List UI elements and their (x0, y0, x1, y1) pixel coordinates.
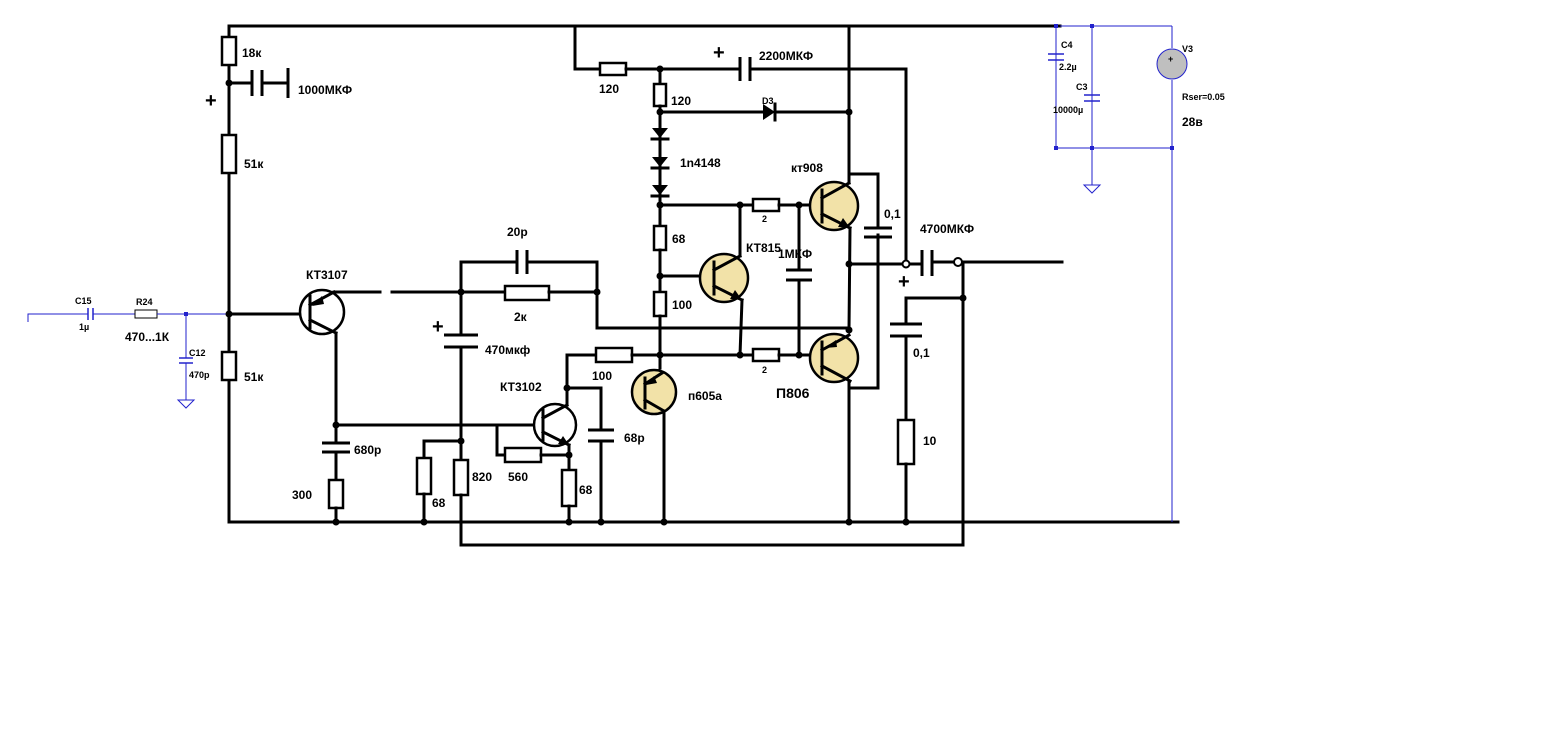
c01-top-label: 0,1 (884, 207, 901, 221)
r18k-label: 18к (242, 46, 262, 60)
d3-label: D3 (762, 96, 774, 106)
c15-value: 1µ (79, 322, 89, 332)
p806-label: П806 (776, 385, 810, 401)
c2200-label: 2200МКФ (759, 49, 813, 63)
kt908-label: кт908 (791, 161, 823, 175)
transistor-kt3107 (227, 288, 382, 427)
r68a-label: 68 (432, 496, 446, 510)
v3-voltage: 28в (1182, 115, 1203, 129)
svg-text:+: + (1168, 54, 1173, 64)
r120v-label: 120 (671, 94, 691, 108)
c12-value: 470p (189, 370, 210, 380)
r24-ref: R24 (136, 297, 153, 307)
c1mkf-label: 1МКФ (778, 247, 812, 261)
kt815-label: КТ815 (746, 241, 781, 255)
kt3107-label: КТ3107 (306, 268, 348, 282)
transistor-p605a (630, 353, 678, 526)
bridge-cap (864, 226, 892, 239)
c12-ref: C12 (189, 348, 206, 358)
r10-label: 10 (923, 434, 937, 448)
r300-label: 300 (292, 488, 312, 502)
r68v-label: 68 (672, 232, 686, 246)
voltage-source-icon (1156, 48, 1188, 80)
c4-ref: C4 (1061, 40, 1073, 50)
c3-ref: C3 (1076, 82, 1088, 92)
r68b-label: 68 (579, 483, 593, 497)
transistor-kt3102 (334, 346, 740, 524)
r560-label: 560 (508, 470, 528, 484)
plus-4700: + (898, 271, 910, 293)
c4700-label: 4700МКФ (920, 222, 974, 236)
r24-value: 470...1К (125, 330, 170, 344)
c01-bot-label: 0,1 (913, 346, 930, 360)
bias-chain (220, 24, 290, 524)
r100-mid-label: 100 (592, 369, 612, 383)
c15-ref: C15 (75, 296, 92, 306)
r2-top-label: 2 (762, 214, 767, 224)
plus-470: + (432, 316, 444, 338)
r120h-label: 120 (599, 82, 619, 96)
base-resistors (738, 197, 814, 363)
c470-label: 470мкф (485, 343, 531, 357)
r2-bot-label: 2 (762, 365, 767, 375)
ground-junctions (332, 518, 605, 526)
c68p-label: 68р (624, 431, 645, 445)
plus-1000: + (205, 90, 217, 112)
kt3102-label: КТ3102 (500, 380, 542, 394)
transistor-kt815 (698, 201, 750, 359)
c680-label: 680р (354, 443, 381, 457)
r820-label: 820 (472, 470, 492, 484)
c1000-label: 1000МКФ (298, 83, 352, 97)
transistor-p806 (808, 233, 880, 526)
r51k-top-label: 51к (244, 157, 264, 171)
r51k-bot-label: 51к (244, 370, 264, 384)
c20p-label: 20р (507, 225, 528, 239)
c4-value: 2.2µ (1059, 62, 1077, 72)
c680-r300 (322, 421, 350, 524)
v3-ref: V3 (1182, 44, 1193, 54)
v3-rser: Rser=0.05 (1182, 92, 1225, 102)
output-stage (845, 250, 1064, 526)
feedback-network (390, 250, 851, 547)
transistor-kt908 (808, 24, 880, 332)
plus-2200: + (713, 42, 725, 64)
input-section (27, 308, 229, 409)
r100v-label: 100 (672, 298, 692, 312)
r2k-label: 2к (514, 310, 528, 324)
supply-section: + (1048, 24, 1188, 522)
p605a-label: п605а (688, 389, 722, 403)
diodes-label: 1n4148 (680, 156, 721, 170)
c3-value: 10000µ (1053, 105, 1083, 115)
